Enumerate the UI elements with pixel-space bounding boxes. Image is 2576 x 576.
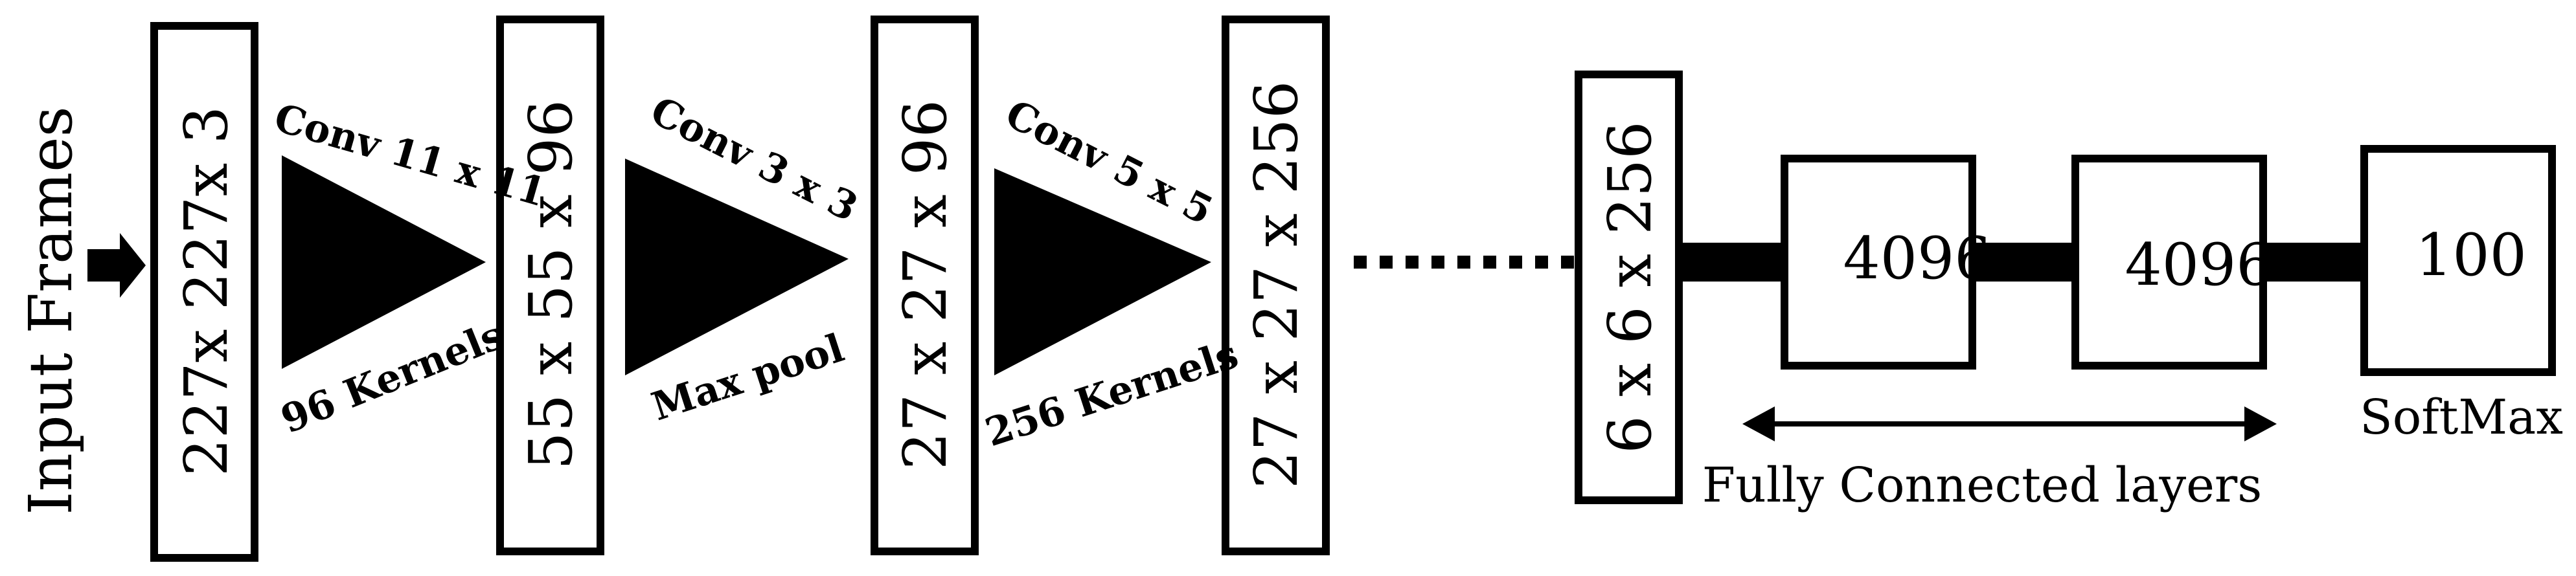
fc-arrow-2 [1976, 214, 2123, 311]
layer-label-5: 6 x 6 x 256 [1595, 121, 1665, 453]
conv-triangle-3 [994, 168, 1211, 375]
fc-arrow-1 [1683, 214, 1836, 311]
ellipsis-dots [1354, 256, 1574, 269]
layer-label-1: 227x 227x 3 [172, 106, 241, 476]
conv-triangle-2 [625, 159, 849, 375]
input-arrow [87, 233, 146, 298]
fc-label-2: 4096 [2125, 231, 2273, 299]
layer-label-2: 55 x 55 x 96 [516, 100, 586, 470]
layer-box-1 [150, 22, 258, 562]
fully-connected-caption: Fully Connected layers [1702, 458, 2263, 513]
layer-box-2 [496, 16, 604, 555]
fc-box-2 [2071, 155, 2267, 370]
fc-label-1: 4096 [1843, 225, 1991, 293]
softmax-caption: SoftMax [2360, 390, 2563, 445]
fc-span-arrow [1742, 406, 2277, 441]
fc-box-1 [1781, 155, 1976, 370]
fc-label-3: 100 [2415, 221, 2527, 289]
layer-box-4 [1222, 16, 1330, 555]
fc-arrow-3 [2266, 214, 2413, 311]
input-frames-label: Input Frames [16, 106, 85, 515]
fc-box-3 [2360, 145, 2556, 376]
layer-label-4: 27 x 27 x 256 [1242, 81, 1311, 489]
conv-triangle-1 [282, 155, 486, 369]
layer-label-3: 27 x 27 x 96 [891, 100, 960, 470]
layer-box-3 [871, 16, 979, 555]
layer-box-5 [1575, 71, 1683, 504]
